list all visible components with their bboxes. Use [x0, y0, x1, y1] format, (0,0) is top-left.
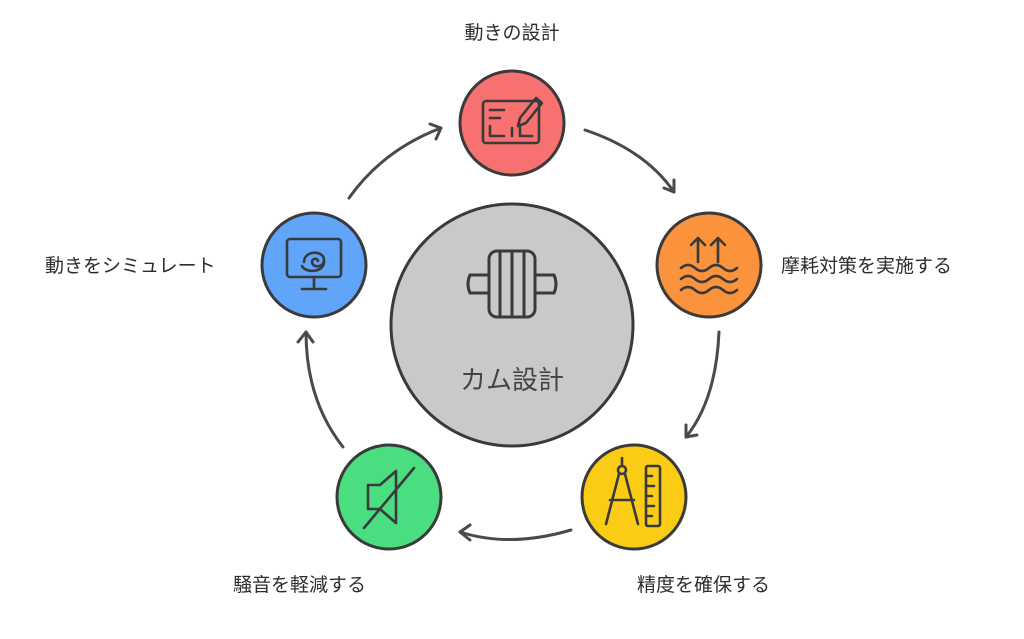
step-node-noise: [335, 443, 443, 551]
cycle-arrows: [296, 122, 721, 542]
step-label-simulate: 動きをシミュレート: [45, 255, 216, 277]
arrow-wear-to-precision: [684, 330, 721, 439]
step-node-wear: [655, 211, 763, 319]
step-label-wear: 摩耗対策を実施する: [781, 255, 953, 277]
step-node-simulate: [260, 211, 368, 319]
step-label-precision: 精度を確保する: [637, 574, 771, 596]
step-label-design: 動きの設計: [464, 22, 560, 44]
step-node-design: [458, 69, 566, 177]
compass-ruler-icon: [604, 456, 662, 528]
monitor-swirl-icon: [285, 237, 343, 291]
cam-roller-icon: [466, 249, 558, 319]
step-label-noise: 騒音を軽減する: [233, 574, 367, 596]
blueprint-pencil-icon: [481, 96, 544, 145]
arrow-precision-to-noise: [458, 523, 573, 542]
arrow-simulate-to-design: [347, 122, 443, 200]
arrow-noise-to-simulate: [296, 330, 345, 449]
center-node: [389, 202, 635, 448]
center-label: カム設計: [459, 366, 564, 396]
waves-arrows-up-icon: [679, 236, 739, 295]
step-node-precision: [580, 443, 688, 551]
muted-speaker-icon: [362, 466, 416, 530]
arrow-design-to-wear: [583, 128, 676, 194]
